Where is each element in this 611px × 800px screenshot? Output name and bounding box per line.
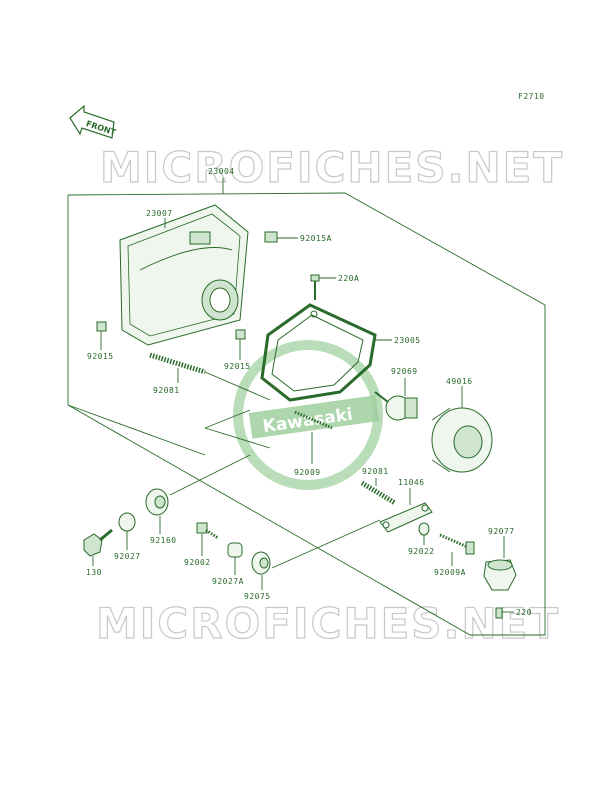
- label-92015A: 92015A: [300, 234, 332, 243]
- label-92015-left: 92015: [87, 352, 114, 361]
- figure-code: F2710: [518, 92, 545, 101]
- label-130: 130: [86, 568, 102, 577]
- washer-92022: [418, 522, 430, 536]
- label-220A: 220A: [338, 274, 359, 283]
- collar-92027: [118, 512, 136, 532]
- grommet-92160: [145, 488, 169, 516]
- label-92009: 92009: [294, 468, 321, 477]
- screw-220A: [310, 274, 320, 300]
- label-23004: 23004: [208, 167, 235, 176]
- label-92027: 92027: [114, 552, 141, 561]
- bulb-92069: [374, 391, 418, 421]
- label-92160: 92160: [150, 536, 177, 545]
- label-92081-top: 92081: [153, 386, 180, 395]
- clip-92015-left: [96, 321, 107, 332]
- clip-92015A: [264, 231, 278, 243]
- label-92027A: 92027A: [212, 577, 244, 586]
- watermark-top: MICROFICHES.NET: [100, 143, 564, 192]
- kawasaki-logo: Kawasaki: [233, 340, 383, 490]
- label-11046: 11046: [398, 478, 425, 487]
- clip-92015-mid: [235, 329, 246, 340]
- spring-92081-top: [149, 352, 206, 375]
- screw-220: [495, 607, 503, 619]
- watermark-bottom: MICROFICHES.NET: [96, 599, 560, 648]
- label-92081-bottom: 92081: [362, 467, 389, 476]
- label-23005: 23005: [394, 336, 421, 345]
- label-92069: 92069: [391, 367, 418, 376]
- plate-11046: [379, 502, 433, 533]
- collar-92027A: [227, 542, 243, 558]
- label-49016: 49016: [446, 377, 473, 386]
- label-92002: 92002: [184, 558, 211, 567]
- label-92009A: 92009A: [434, 568, 466, 577]
- label-92015-mid: 92015: [224, 362, 251, 371]
- bolt-92009A: [439, 533, 471, 550]
- label-220: 220: [516, 608, 532, 617]
- label-92077: 92077: [488, 527, 515, 536]
- label-23007: 23007: [146, 209, 173, 218]
- front-arrow-icon: FRONT: [69, 104, 117, 139]
- spring-92081-bottom: [360, 480, 397, 506]
- headlight-housing: [119, 204, 249, 346]
- label-92022: 92022: [408, 547, 435, 556]
- grommet-92075: [251, 551, 271, 575]
- label-92075: 92075: [244, 592, 271, 601]
- bulb-cover-49016: [431, 407, 493, 473]
- bolt-92009: [294, 410, 333, 430]
- bolt-92002: [196, 522, 219, 540]
- bracket-frame: [260, 303, 377, 402]
- bolt-130: [83, 528, 113, 557]
- adjuster-knob-92077: [483, 559, 517, 591]
